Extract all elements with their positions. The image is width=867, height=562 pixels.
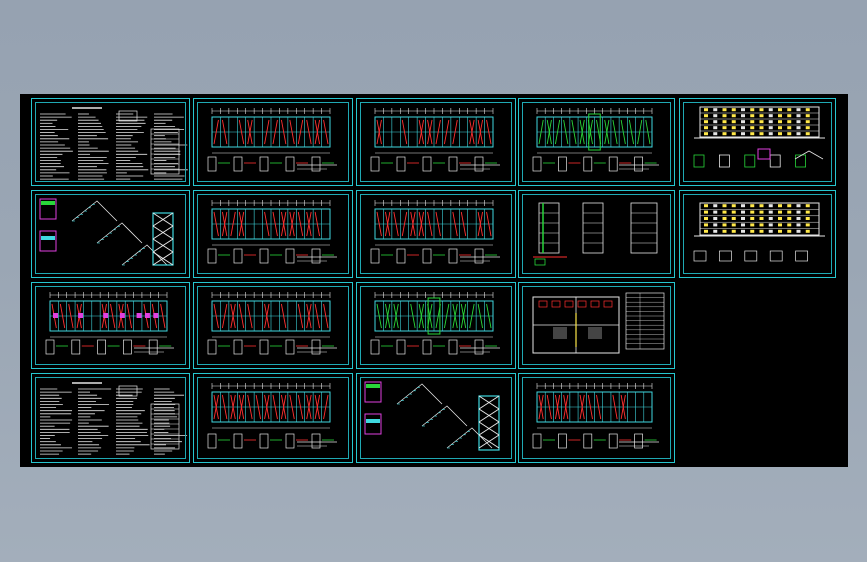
sheet-floor-plan-7[interactable] [193, 373, 353, 463]
sheet-sections[interactable] [518, 190, 675, 278]
drawing-linework [40, 107, 188, 180]
sheet-design-notes-2[interactable] [31, 373, 190, 463]
drawing-linework [364, 381, 500, 451]
drawing-linework [40, 382, 188, 455]
drawing-linework [532, 292, 665, 354]
drawing-linework [370, 108, 500, 172]
drawing-linework [693, 106, 825, 168]
drawing-linework [693, 202, 825, 262]
drawing-linework [207, 108, 337, 172]
drawing-linework [45, 292, 174, 355]
sheet-front-elevation[interactable] [679, 98, 836, 186]
sheet-stair-detail-1[interactable] [31, 190, 190, 278]
drawing-linework [533, 202, 658, 266]
cad-drawing-canvas[interactable] [20, 94, 848, 467]
sheet-floor-plan-4[interactable] [356, 190, 516, 278]
sheet-foundation-plan[interactable] [518, 98, 675, 186]
sheet-rear-elevation[interactable] [679, 190, 836, 278]
sheet-stair-detail-2[interactable] [356, 373, 516, 463]
sheet-floor-plan-3[interactable] [193, 190, 353, 278]
drawing-linework [532, 108, 659, 172]
drawing-linework [370, 200, 500, 264]
sheet-unit-plan[interactable] [518, 282, 675, 369]
drawing-linework [370, 292, 500, 355]
drawing-linework [39, 198, 174, 266]
drawing-linework [207, 383, 337, 449]
drawing-linework [207, 200, 337, 264]
drawing-linework [207, 292, 337, 355]
sheet-floor-plan-8[interactable] [518, 373, 675, 463]
sheet-floor-plan-1[interactable] [193, 98, 353, 186]
sheet-floor-plan-6[interactable] [193, 282, 353, 369]
sheet-roof-plan[interactable] [356, 282, 516, 369]
sheet-floor-plan-5[interactable] [31, 282, 190, 369]
sheet-design-notes-1[interactable] [31, 98, 190, 186]
drawing-linework [532, 383, 659, 449]
sheet-floor-plan-2[interactable] [356, 98, 516, 186]
